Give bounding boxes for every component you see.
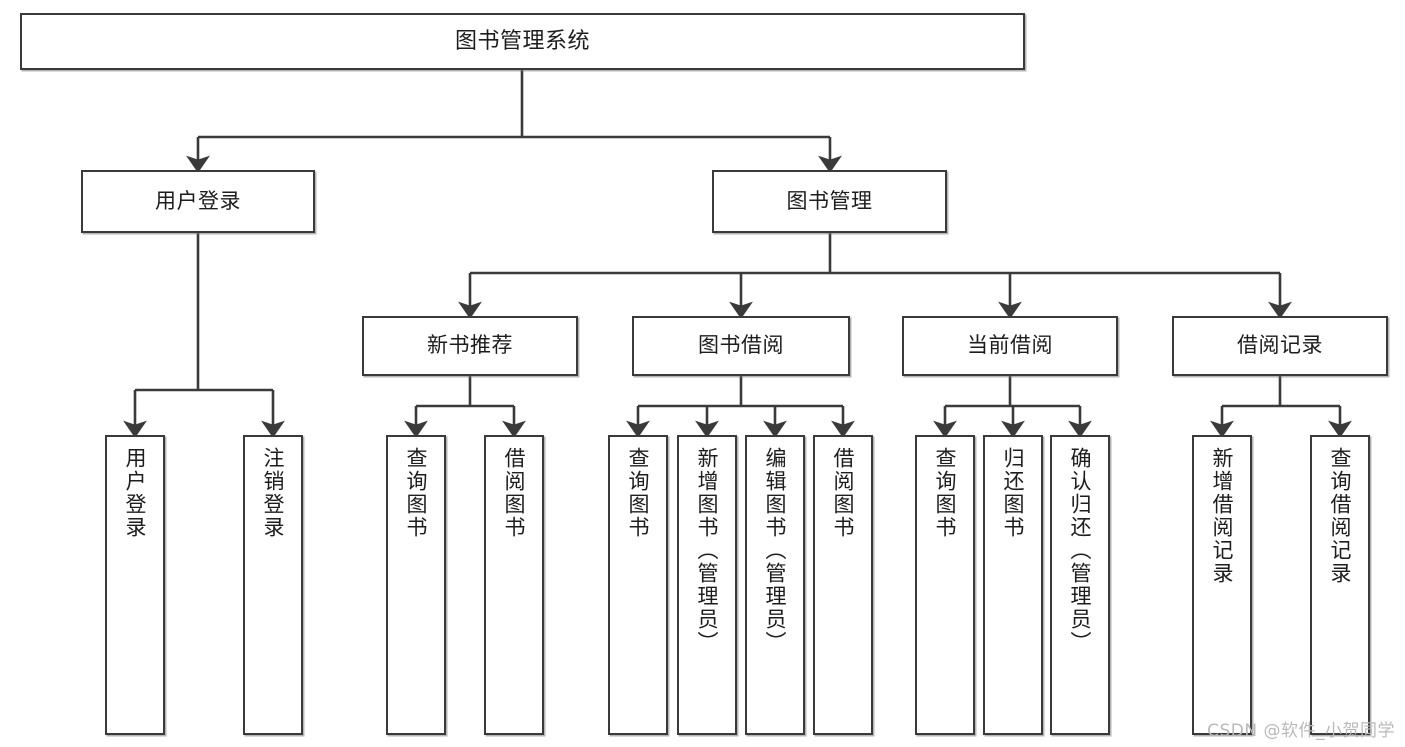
node-leaf-edit-book-label: 编辑图书（管理员） bbox=[763, 447, 788, 654]
watermark: CSDN @软件_小贺同学 bbox=[1207, 721, 1395, 741]
node-leaf-borrow-book-nbr-label: 借阅图书 bbox=[502, 447, 527, 539]
node-leaf-add-borrow-record-label: 新增借阅记录 bbox=[1210, 447, 1235, 585]
node-leaf-edit-book[interactable]: 编辑图书（管理员） bbox=[745, 435, 805, 735]
node-leaf-query-borrow-record[interactable]: 查询借阅记录 bbox=[1310, 435, 1370, 735]
node-book-borrow-label: 图书借阅 bbox=[698, 333, 784, 358]
node-leaf-return-book-label: 归还图书 bbox=[1001, 447, 1026, 539]
node-leaf-user-login[interactable]: 用户登录 bbox=[105, 435, 165, 735]
node-leaf-confirm-return-label: 确认归还（管理员） bbox=[1068, 447, 1093, 654]
node-leaf-user-logout-label: 注销登录 bbox=[261, 447, 286, 539]
node-leaf-user-logout[interactable]: 注销登录 bbox=[243, 435, 303, 735]
node-leaf-query-book-nbr[interactable]: 查询图书 bbox=[386, 435, 446, 735]
node-book-manage-label: 图书管理 bbox=[786, 188, 873, 213]
node-leaf-user-login-label: 用户登录 bbox=[123, 447, 148, 539]
node-leaf-query-book-cb-label: 查询图书 bbox=[933, 447, 958, 539]
node-book-borrow[interactable]: 图书借阅 bbox=[632, 316, 850, 376]
node-leaf-add-borrow-record[interactable]: 新增借阅记录 bbox=[1192, 435, 1252, 735]
node-leaf-confirm-return[interactable]: 确认归还（管理员） bbox=[1050, 435, 1110, 735]
node-leaf-query-borrow-record-label: 查询借阅记录 bbox=[1328, 447, 1353, 585]
node-user-login-label: 用户登录 bbox=[155, 188, 241, 213]
node-borrow-record-label: 借阅记录 bbox=[1237, 333, 1323, 358]
node-leaf-borrow-book-bb-label: 借阅图书 bbox=[831, 447, 856, 539]
node-leaf-query-book-nbr-label: 查询图书 bbox=[404, 447, 429, 539]
node-leaf-query-book-cb[interactable]: 查询图书 bbox=[915, 435, 975, 735]
node-new-book-recommend-label: 新书推荐 bbox=[427, 333, 513, 358]
node-leaf-return-book[interactable]: 归还图书 bbox=[983, 435, 1043, 735]
node-leaf-query-book-bb[interactable]: 查询图书 bbox=[608, 435, 668, 735]
node-user-login[interactable]: 用户登录 bbox=[81, 170, 315, 233]
node-root-label: 图书管理系统 bbox=[454, 28, 590, 54]
node-current-borrow-label: 当前借阅 bbox=[967, 333, 1053, 358]
node-book-manage[interactable]: 图书管理 bbox=[712, 170, 947, 233]
node-root[interactable]: 图书管理系统 bbox=[20, 13, 1025, 70]
node-borrow-record[interactable]: 借阅记录 bbox=[1172, 316, 1388, 376]
node-leaf-query-book-bb-label: 查询图书 bbox=[626, 447, 651, 539]
node-current-borrow[interactable]: 当前借阅 bbox=[902, 316, 1118, 376]
node-leaf-borrow-book-bb[interactable]: 借阅图书 bbox=[813, 435, 873, 735]
node-leaf-borrow-book-nbr[interactable]: 借阅图书 bbox=[484, 435, 544, 735]
node-new-book-recommend[interactable]: 新书推荐 bbox=[362, 316, 578, 376]
node-leaf-add-book-label: 新增图书（管理员） bbox=[695, 447, 720, 654]
node-leaf-add-book[interactable]: 新增图书（管理员） bbox=[677, 435, 737, 735]
